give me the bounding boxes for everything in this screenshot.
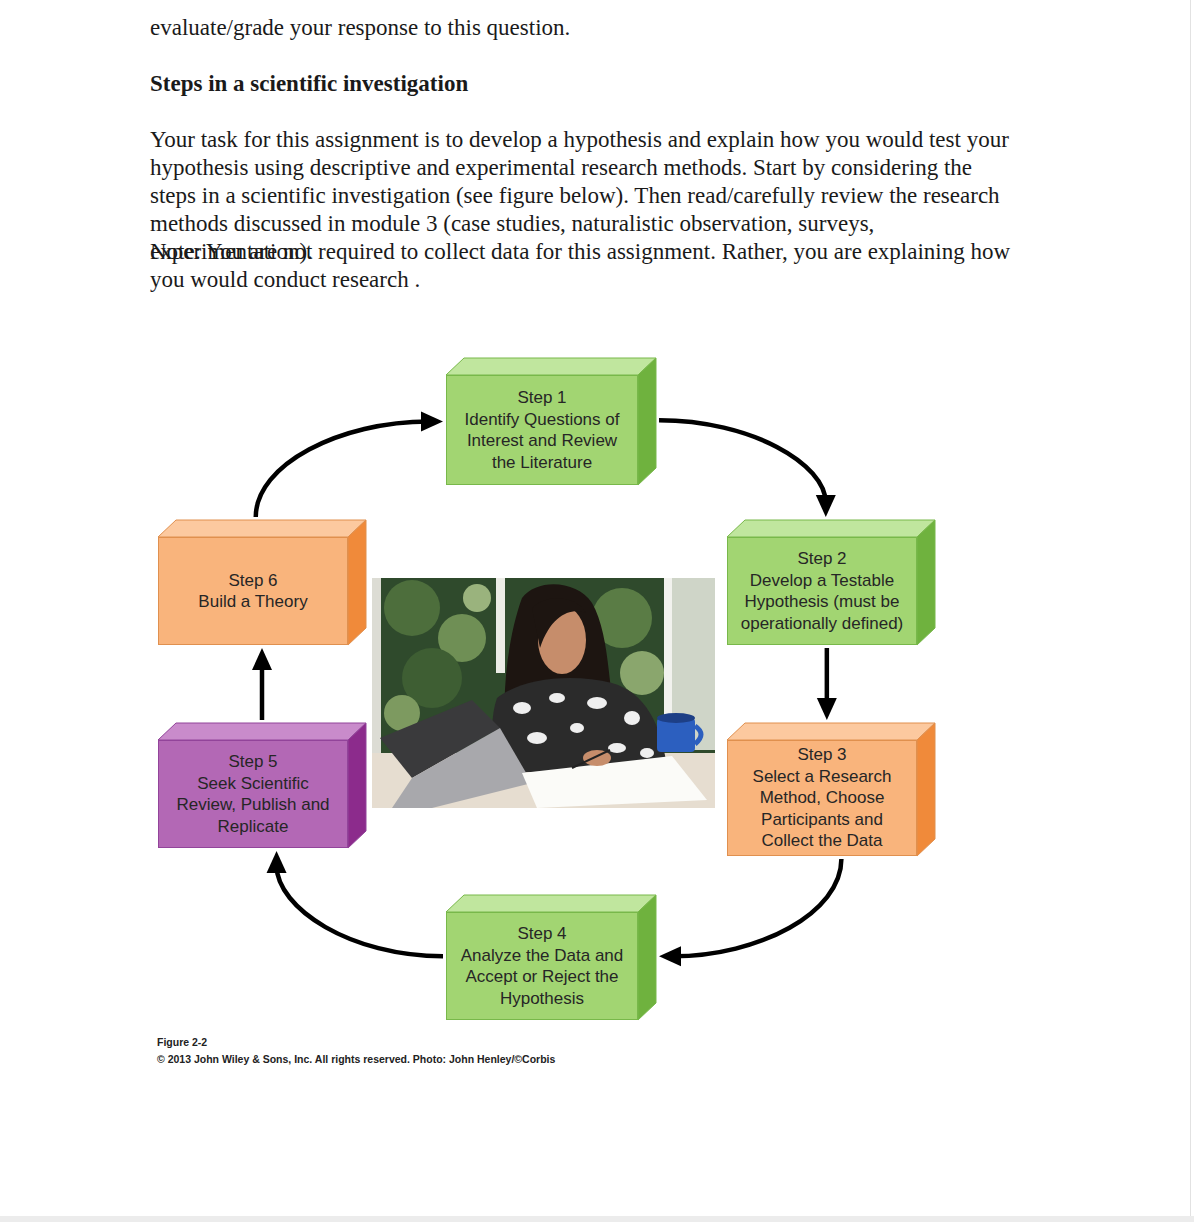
text-frame: © 2013 John Wiley & Sons, Inc. All right… [157, 1053, 555, 1066]
arrow-head [817, 698, 837, 720]
photo-shape [657, 718, 695, 752]
page-edge [0, 1216, 1194, 1222]
photo-shape [513, 702, 531, 714]
text-frame: evaluate/grade your response to this que… [150, 14, 1050, 42]
photo-shape [492, 678, 667, 773]
arrow-line [673, 859, 841, 956]
step-label: Develop a Testable Hypothesis (must be o… [738, 570, 906, 635]
arrow-head [659, 946, 681, 966]
photo-shape [572, 750, 610, 768]
flow-arrow [256, 412, 443, 518]
step-label: Build a Theory [169, 591, 337, 613]
box-top-face [446, 895, 656, 912]
step-box: Step 1Identify Questions of Interest and… [446, 375, 638, 485]
arrow-head [421, 412, 443, 432]
step-number: Step 3 [738, 744, 906, 766]
text-frame: Figure 2-2 [157, 1036, 207, 1049]
box-side-face [638, 358, 656, 485]
step-box: Step 4Analyze the Data and Accept or Rej… [446, 912, 638, 1020]
heading: Steps in a scientific investigation [150, 70, 1015, 98]
photo-shape [624, 711, 640, 725]
photo-shape [463, 584, 491, 612]
arrow-line [260, 662, 265, 720]
flow-arrow [659, 859, 841, 966]
step-box: Step 5Seek Scientific Review, Publish an… [158, 740, 348, 848]
step-box: Step 6Build a Theory [158, 537, 348, 645]
flow-arrow [659, 420, 836, 517]
box-side-face [348, 723, 366, 848]
step-box: Step 2Develop a Testable Hypothesis (mus… [727, 537, 917, 645]
photo-shape [587, 697, 607, 709]
step-label: Analyze the Data and Accept or Reject th… [457, 945, 627, 1010]
box-side-face [917, 723, 935, 856]
box-side-face [638, 895, 656, 1020]
flow-arrow [267, 851, 443, 956]
text-frame: Note: You are not required to collect da… [150, 238, 1015, 294]
step-label: Identify Questions of Interest and Revie… [457, 409, 627, 474]
figure-caption: Figure 2-2 [157, 1036, 207, 1049]
photo-shape [372, 578, 715, 808]
step-number: Step 5 [169, 751, 337, 773]
photo-shape [657, 713, 695, 723]
photo-shape [620, 651, 664, 695]
arrow-line [256, 422, 429, 518]
flow-arrow [252, 648, 272, 720]
photo-illustration [372, 578, 715, 808]
photo-shape [384, 580, 440, 636]
photo-shape [695, 726, 701, 744]
photo-shape [549, 693, 565, 703]
arrow-head [816, 495, 836, 517]
photo-shape [532, 598, 586, 648]
photo-shape [640, 748, 654, 758]
photo-shape [527, 732, 547, 744]
arrow-line [659, 420, 826, 503]
note-paragraph: Note: You are not required to collect da… [150, 238, 1015, 294]
step-number: Step 6 [169, 570, 337, 592]
photo-shape [570, 723, 584, 733]
arrow-line [825, 648, 830, 706]
step-label: Seek Scientific Review, Publish and Repl… [169, 773, 337, 838]
box-top-face [158, 520, 366, 537]
arrow-head [267, 851, 287, 873]
copyright-credit: © 2013 John Wiley & Sons, Inc. All right… [157, 1053, 555, 1066]
photo-shape [392, 728, 532, 808]
box-top-face [727, 520, 935, 537]
box-side-face [348, 520, 366, 645]
page-edge [1190, 0, 1191, 1222]
photo-shape [608, 743, 626, 753]
step-number: Step 1 [457, 387, 627, 409]
text-frame: Steps in a scientific investigation [150, 70, 1015, 98]
step-label: Select a Research Method, Choose Partici… [738, 766, 906, 852]
step-number: Step 4 [457, 923, 627, 945]
intro-text: evaluate/grade your response to this que… [150, 14, 1050, 42]
box-top-face [727, 723, 935, 740]
step-number: Step 2 [738, 548, 906, 570]
arrow-head [252, 648, 272, 670]
box-top-face [446, 358, 656, 375]
photo-shape [522, 756, 707, 808]
box-side-face [917, 520, 935, 645]
flow-arrow [817, 648, 837, 720]
box-top-face [158, 723, 366, 740]
arrow-line [277, 865, 443, 956]
step-box: Step 3Select a Research Method, Choose P… [727, 740, 917, 856]
photo-shape [496, 578, 505, 673]
